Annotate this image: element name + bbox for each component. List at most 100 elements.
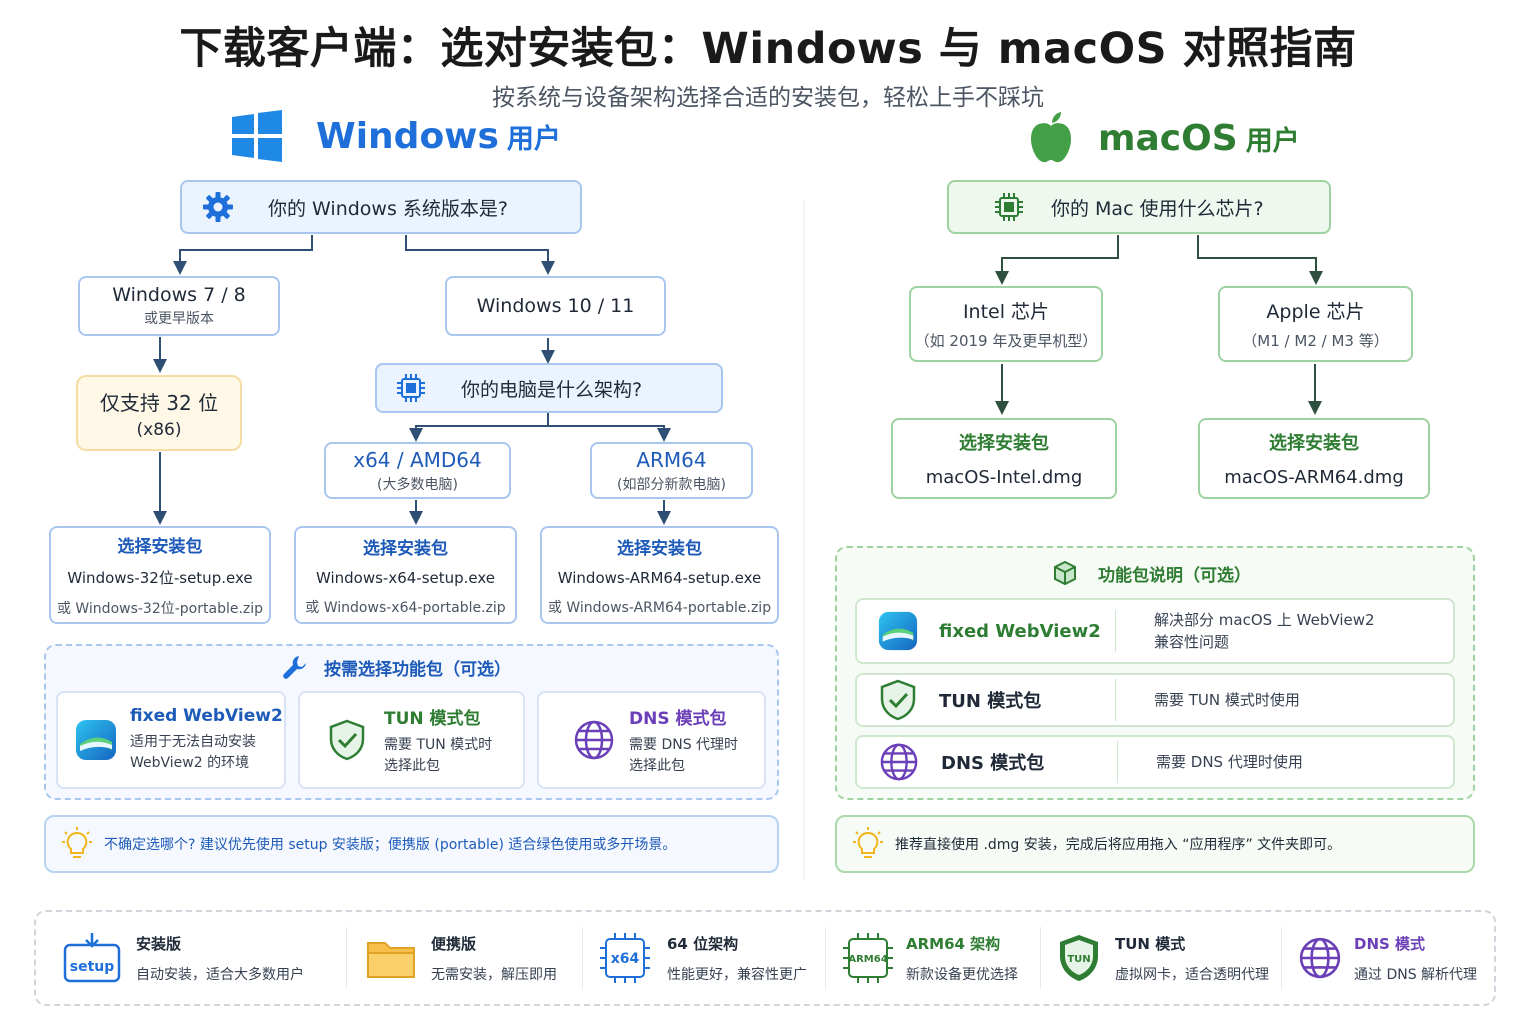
pick-setup-file[interactable]: Windows-x64-setup.exe — [315, 568, 496, 587]
windows-arch-question: 你的电脑是什么架构? — [375, 363, 723, 413]
pick-portable-file[interactable]: 或 Windows-32位-portable.zip — [56, 601, 264, 617]
legend-divider — [582, 927, 583, 989]
row-divider — [1115, 610, 1116, 652]
x64-icon-label: x64 — [611, 951, 640, 967]
only-32bit-sub: (x86) — [136, 419, 182, 440]
intel-chip-sub: （如 2019 年及更早机型） — [914, 332, 1098, 350]
legend-item-setup: setup 安装版 自动安装，适合大多数用户 — [36, 931, 346, 985]
pick-dmg-file[interactable]: macOS-Intel.dmg — [925, 467, 1083, 488]
only-32bit-label: 仅支持 32 位 — [99, 390, 219, 415]
legend-bar: setup 安装版 自动安装，适合大多数用户 便携版 无需安装，解压即用 — [34, 910, 1496, 1006]
windows-logo-icon — [230, 109, 284, 163]
x64-node: x64 / AMD64 (大多数电脑) — [324, 442, 511, 499]
row-divider — [1117, 741, 1118, 783]
pick-heading: 选择安装包 — [959, 433, 1049, 454]
windows-new-version-label: Windows 10 / 11 — [476, 295, 635, 317]
mac-tip-text: 推荐直接使用 .dmg 安装，完成后将应用拖入 “应用程序” 文件夹即可。 — [895, 837, 1342, 853]
feature-card-dns[interactable]: DNS 模式包 需要 DNS 代理时选择此包 — [537, 691, 766, 789]
x64-label: x64 / AMD64 — [353, 447, 482, 472]
webview2-icon — [74, 718, 118, 762]
arm64-icon-label: ARM64 — [848, 954, 887, 965]
page-subtitle: 按系统与设备架构选择合适的安装包，轻松上手不踩坑 — [492, 85, 1044, 111]
pick-setup-file[interactable]: Windows-32位-setup.exe — [67, 569, 253, 587]
globe-icon — [879, 742, 919, 782]
legend-divider — [346, 927, 347, 989]
webview2-icon — [877, 610, 919, 652]
globe-icon — [1298, 936, 1342, 980]
legend-desc: 性能更好，兼容性更广 — [667, 966, 807, 983]
legend-item-dns: DNS 模式 通过 DNS 解析代理 — [1282, 933, 1492, 984]
legend-item-tun: TUN TUN 模式 虚拟网卡，适合透明代理 — [1041, 933, 1281, 984]
cpu-chip-icon — [395, 372, 427, 404]
apple-chip-node: Apple 芯片 （M1 / M2 / M3 等） — [1218, 286, 1413, 362]
pick-windows-32bit: 选择安装包 Windows-32位-setup.exe 或 Windows-32… — [49, 526, 271, 624]
windows-features-heading: 按需选择功能包（可选） — [282, 652, 511, 682]
windows-tip: 不确定选哪个? 建议优先使用 setup 安装版；便携版 (portable) … — [44, 815, 779, 873]
pick-heading: 选择安装包 — [363, 538, 448, 559]
legend-desc: 虚拟网卡，适合透明代理 — [1115, 966, 1269, 983]
arm64-sub: (如部分新款电脑) — [617, 476, 726, 493]
package-cube-icon — [1052, 560, 1078, 586]
tun-shield-icon: TUN — [1057, 933, 1101, 983]
pick-heading: 选择安装包 — [1269, 433, 1359, 454]
globe-icon — [573, 719, 615, 761]
pick-setup-file[interactable]: Windows-ARM64-setup.exe — [557, 568, 762, 587]
intel-chip-node: Intel 芯片 （如 2019 年及更早机型） — [909, 286, 1103, 362]
page-title: 下载客户端：选对安装包：Windows 与 macOS 对照指南 — [179, 24, 1357, 74]
legend-title: DNS 模式 — [1354, 934, 1426, 953]
legend-divider — [825, 927, 826, 989]
legend-title: 便携版 — [431, 934, 477, 953]
lightbulb-icon — [853, 826, 883, 862]
arm64-chip-icon: ARM64 — [842, 932, 894, 984]
windows-arch-question-text: 你的电脑是什么架构? — [461, 378, 643, 401]
windows-new-version-node: Windows 10 / 11 — [445, 276, 666, 336]
feature-title: TUN 模式包 — [384, 708, 481, 729]
legend-title: 安装版 — [136, 934, 182, 953]
legend-title: 64 位架构 — [667, 934, 739, 953]
feature-title: fixed WebView2 — [130, 706, 283, 726]
cpu-chip-icon — [993, 191, 1025, 223]
mac-chip-question-text: 你的 Mac 使用什么芯片? — [1051, 197, 1264, 220]
legend-desc: 无需安装，解压即用 — [431, 966, 557, 983]
windows-version-question: 你的 Windows 系统版本是? — [180, 180, 582, 234]
legend-item-portable: 便携版 无需安装，解压即用 — [347, 933, 582, 984]
windows-features-title: 按需选择功能包（可选） — [324, 659, 511, 680]
pick-portable-file[interactable]: 或 Windows-ARM64-portable.zip — [547, 599, 772, 616]
legend-desc: 通过 DNS 解析代理 — [1354, 966, 1478, 983]
apple-logo-icon — [1028, 111, 1074, 165]
wrench-icon — [282, 654, 308, 680]
pick-mac-intel: 选择安装包 macOS-Intel.dmg — [891, 418, 1117, 499]
windows-old-version-label: Windows 7 / 8 — [112, 284, 246, 306]
intel-chip-label: Intel 芯片 — [962, 301, 1050, 323]
pick-heading: 选择安装包 — [117, 537, 203, 557]
lightbulb-icon — [62, 826, 92, 862]
legend-item-x64: x64 64 位架构 性能更好，兼容性更广 — [583, 932, 825, 984]
pick-portable-file[interactable]: 或 Windows-x64-portable.zip — [305, 599, 506, 616]
x64-chip-icon: x64 — [599, 932, 651, 984]
pick-heading: 选择安装包 — [617, 538, 702, 559]
mac-feature-row-tun[interactable]: TUN 模式包 需要 TUN 模式时使用 — [855, 673, 1455, 727]
mac-feature-desc: 需要 TUN 模式时使用 — [1154, 691, 1300, 709]
pick-windows-arm64: 选择安装包 Windows-ARM64-setup.exe 或 Windows-… — [540, 526, 779, 624]
mac-chip-question: 你的 Mac 使用什么芯片? — [947, 180, 1331, 234]
mac-feature-name: DNS 模式包 — [941, 753, 1045, 774]
x64-sub: (大多数电脑) — [377, 476, 458, 493]
row-divider — [1115, 679, 1116, 721]
mac-feature-desc: 需要 DNS 代理时使用 — [1156, 753, 1303, 771]
pick-dmg-file[interactable]: macOS-ARM64.dmg — [1224, 467, 1404, 488]
pick-windows-x64: 选择安装包 Windows-x64-setup.exe 或 Windows-x6… — [294, 526, 517, 624]
arm64-label: ARM64 — [636, 447, 707, 472]
mac-feature-row-dns[interactable]: DNS 模式包 需要 DNS 代理时使用 — [855, 735, 1455, 789]
legend-desc: 新款设备更优选择 — [906, 966, 1018, 983]
feature-card-tun[interactable]: TUN 模式包 需要 TUN 模式时选择此包 — [298, 691, 525, 789]
folder-icon — [365, 935, 417, 981]
feature-desc: 需要 DNS 代理时选择此包 — [629, 736, 739, 774]
